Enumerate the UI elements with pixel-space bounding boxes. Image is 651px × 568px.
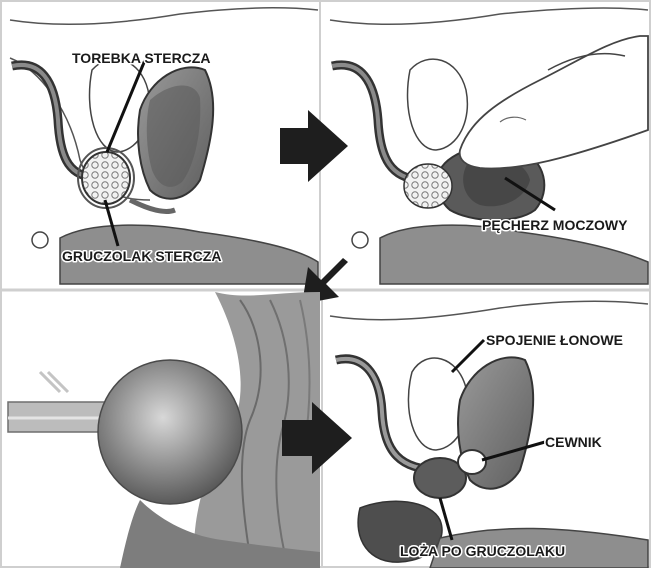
panel-adenoma: TOREBKA STERCZA GRUCZOLAK STERCZA (10, 8, 318, 284)
label-catheter: CEWNIK (545, 434, 602, 450)
finger-shape (460, 36, 648, 169)
pubic-bone-shape (408, 59, 468, 150)
bladder-shape (98, 360, 242, 504)
panel-post-op: SPOJENIE ŁONOWE CEWNIK LOŻA PO GRUCZOLAK… (330, 301, 648, 568)
panel-finger-enucleation: PĘCHERZ MOCZOWY (330, 8, 648, 284)
panel-bladder-closeup (8, 292, 320, 568)
urethra-tube (332, 65, 420, 180)
right-arrow-icon (280, 110, 348, 182)
symphysis-leader (452, 340, 484, 372)
label-adenoma: GRUCZOLAK STERCZA (62, 248, 221, 264)
label-bladder: PĘCHERZ MOCZOWY (482, 217, 628, 233)
label-capsule: TOREBKA STERCZA (72, 50, 210, 66)
label-symphysis: SPOJENIE ŁONOWE (486, 332, 623, 348)
label-fossa: LOŻA PO GRUCZOLAKU (400, 543, 565, 559)
catheter-balloon-shape (458, 450, 486, 474)
adenoma-shape (82, 152, 130, 204)
